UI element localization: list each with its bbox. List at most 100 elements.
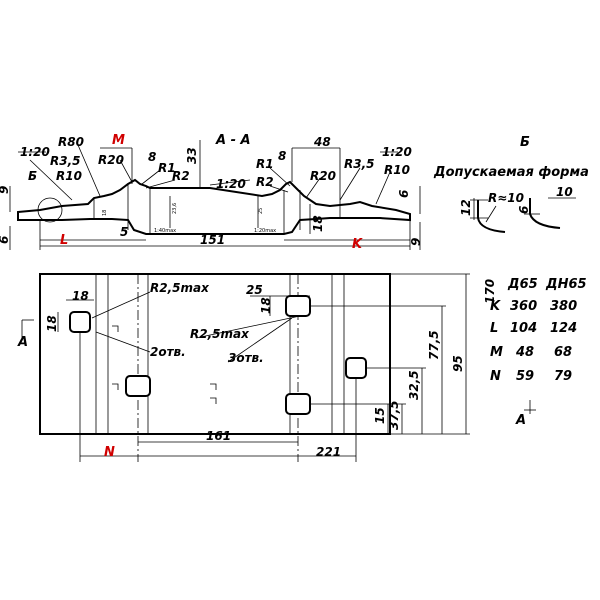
dim9-right-label: 9 bbox=[409, 238, 423, 246]
table-row-v1: 48 bbox=[515, 345, 534, 360]
dim170-label: 170 bbox=[483, 279, 497, 304]
table-row-v2: 380 bbox=[550, 299, 577, 314]
r35-left-label: R3,5 bbox=[50, 154, 81, 168]
center-mark bbox=[112, 325, 119, 332]
dim6-left-label: 6 bbox=[0, 236, 11, 244]
dim221-label: 221 bbox=[316, 445, 341, 459]
detail-b-subtitle: Допускаемая форма bbox=[433, 165, 589, 180]
leader-line bbox=[375, 171, 391, 205]
r1-right-label: R1 bbox=[256, 157, 274, 171]
r25max-top-label: R2,5max bbox=[150, 281, 210, 295]
table-row-key: L bbox=[490, 321, 498, 336]
r20-right-label: R20 bbox=[310, 169, 336, 183]
table-row-v2: 68 bbox=[554, 345, 572, 360]
detail-b-dim12: 12 bbox=[459, 199, 473, 216]
detail-b-circle bbox=[37, 197, 63, 223]
hole-left-top bbox=[69, 311, 91, 333]
plate-outline bbox=[39, 273, 391, 435]
table-row-key: M bbox=[490, 345, 503, 360]
slope-right-label: 1:20 bbox=[382, 145, 412, 159]
detail-b-callout: Б bbox=[28, 169, 37, 183]
dim8-right-label: 8 bbox=[278, 149, 286, 163]
l-label: L bbox=[60, 233, 68, 248]
tiny-25-label: 25 bbox=[258, 208, 264, 214]
section-title: А - А bbox=[215, 133, 251, 148]
dim15-label: 15 bbox=[373, 407, 387, 424]
slope-small-2-label: 1:20max bbox=[254, 228, 276, 234]
r35-right-label: R3,5 bbox=[344, 157, 375, 171]
leader-line bbox=[209, 179, 251, 186]
center-mark bbox=[210, 397, 217, 404]
plan-view: 18 R2,5max 25 18 18 А R2,5max 2отв. 3отв… bbox=[17, 273, 536, 462]
dim18-right-label: 18 bbox=[259, 297, 273, 314]
dim8-left-label: 8 bbox=[148, 150, 156, 164]
section-a-right-label: А bbox=[515, 413, 526, 428]
leader-line bbox=[195, 315, 301, 339]
center-mark bbox=[210, 383, 217, 390]
detail-b-view: Б Допускаемая форма R≈10 10 12 6 bbox=[433, 135, 589, 233]
leader-line bbox=[145, 179, 176, 189]
detail-b-radius: R≈10 bbox=[488, 191, 524, 205]
section-view: А - А 1:20 R80 M R3,5 R10 R20 8 R1 R2 33… bbox=[0, 133, 423, 252]
hole-left-bottom bbox=[125, 375, 151, 397]
dim161-label: 161 bbox=[206, 429, 231, 443]
leader-line bbox=[269, 167, 291, 187]
r25max-mid-label: R2,5max bbox=[190, 327, 250, 341]
dim18-top-label: 18 bbox=[72, 289, 89, 303]
center-mark bbox=[112, 383, 119, 390]
table-row-key: N bbox=[490, 369, 501, 384]
dim6-right-label: 6 bbox=[397, 190, 411, 198]
hole-right-bottom bbox=[285, 393, 311, 415]
leader-line bbox=[227, 317, 293, 363]
slope-left-label: 1:20 bbox=[20, 145, 50, 159]
size-table: Д65 ДН65 K 360 380 L 104 124 M 48 68 N 5… bbox=[490, 277, 587, 384]
dim9-left-label: 9 bbox=[0, 186, 11, 194]
r10-right-label: R10 bbox=[384, 163, 410, 177]
table-header-dn65: ДН65 bbox=[545, 277, 587, 292]
table-header-d65: Д65 bbox=[507, 277, 538, 292]
dim18-left-label: 18 bbox=[45, 315, 59, 332]
n-label: N bbox=[104, 445, 115, 460]
table-row-v1: 360 bbox=[510, 299, 537, 314]
table-row-v2: 124 bbox=[550, 321, 577, 336]
m-label: M bbox=[112, 133, 125, 148]
table-row-v2: 79 bbox=[554, 369, 572, 384]
dim775-label: 77,5 bbox=[427, 330, 441, 360]
leader-line bbox=[91, 291, 151, 319]
r2-left-label: R2 bbox=[172, 169, 190, 183]
holes3-label: 3отв. bbox=[228, 351, 264, 365]
table-row-key: K bbox=[490, 299, 501, 314]
hole-right-mid bbox=[345, 357, 367, 379]
dim375-label: 37,5 bbox=[387, 400, 401, 430]
leader-line bbox=[305, 177, 321, 199]
dim95-label: 95 bbox=[451, 355, 465, 372]
leader-line bbox=[339, 167, 361, 201]
tiny-236-label: 23,6 bbox=[172, 203, 178, 214]
plate-profile bbox=[17, 178, 411, 235]
leader-line bbox=[29, 159, 73, 201]
leader-line bbox=[485, 205, 497, 223]
r10-left-label: R10 bbox=[56, 169, 82, 183]
slope-mid-label: 1:20 bbox=[216, 177, 246, 191]
r20-left-label: R20 bbox=[98, 153, 124, 167]
dim325-label: 32,5 bbox=[407, 370, 421, 400]
tiny-18-label: 18 bbox=[102, 210, 108, 216]
leader-line bbox=[269, 185, 289, 193]
detail-b-dim6: 6 bbox=[517, 206, 531, 214]
leader-line bbox=[119, 159, 133, 183]
dim25-label: 25 bbox=[246, 283, 263, 297]
dim33-label: 33 bbox=[185, 147, 199, 164]
table-row-v1: 59 bbox=[516, 369, 534, 384]
holes2-label: 2отв. bbox=[150, 345, 186, 359]
leader-line bbox=[95, 331, 151, 353]
leader-line bbox=[141, 169, 161, 185]
dim18-label: 18 bbox=[311, 215, 325, 232]
r80-label: R80 bbox=[58, 135, 84, 149]
section-a-left-label: А bbox=[17, 335, 28, 350]
slope-small-1-label: 1:40max bbox=[154, 228, 176, 234]
dim5-label: 5 bbox=[120, 225, 128, 239]
detail-b-title: Б bbox=[520, 135, 530, 150]
detail-b-dim10: 10 bbox=[556, 185, 573, 199]
dim48-label: 48 bbox=[313, 135, 331, 149]
